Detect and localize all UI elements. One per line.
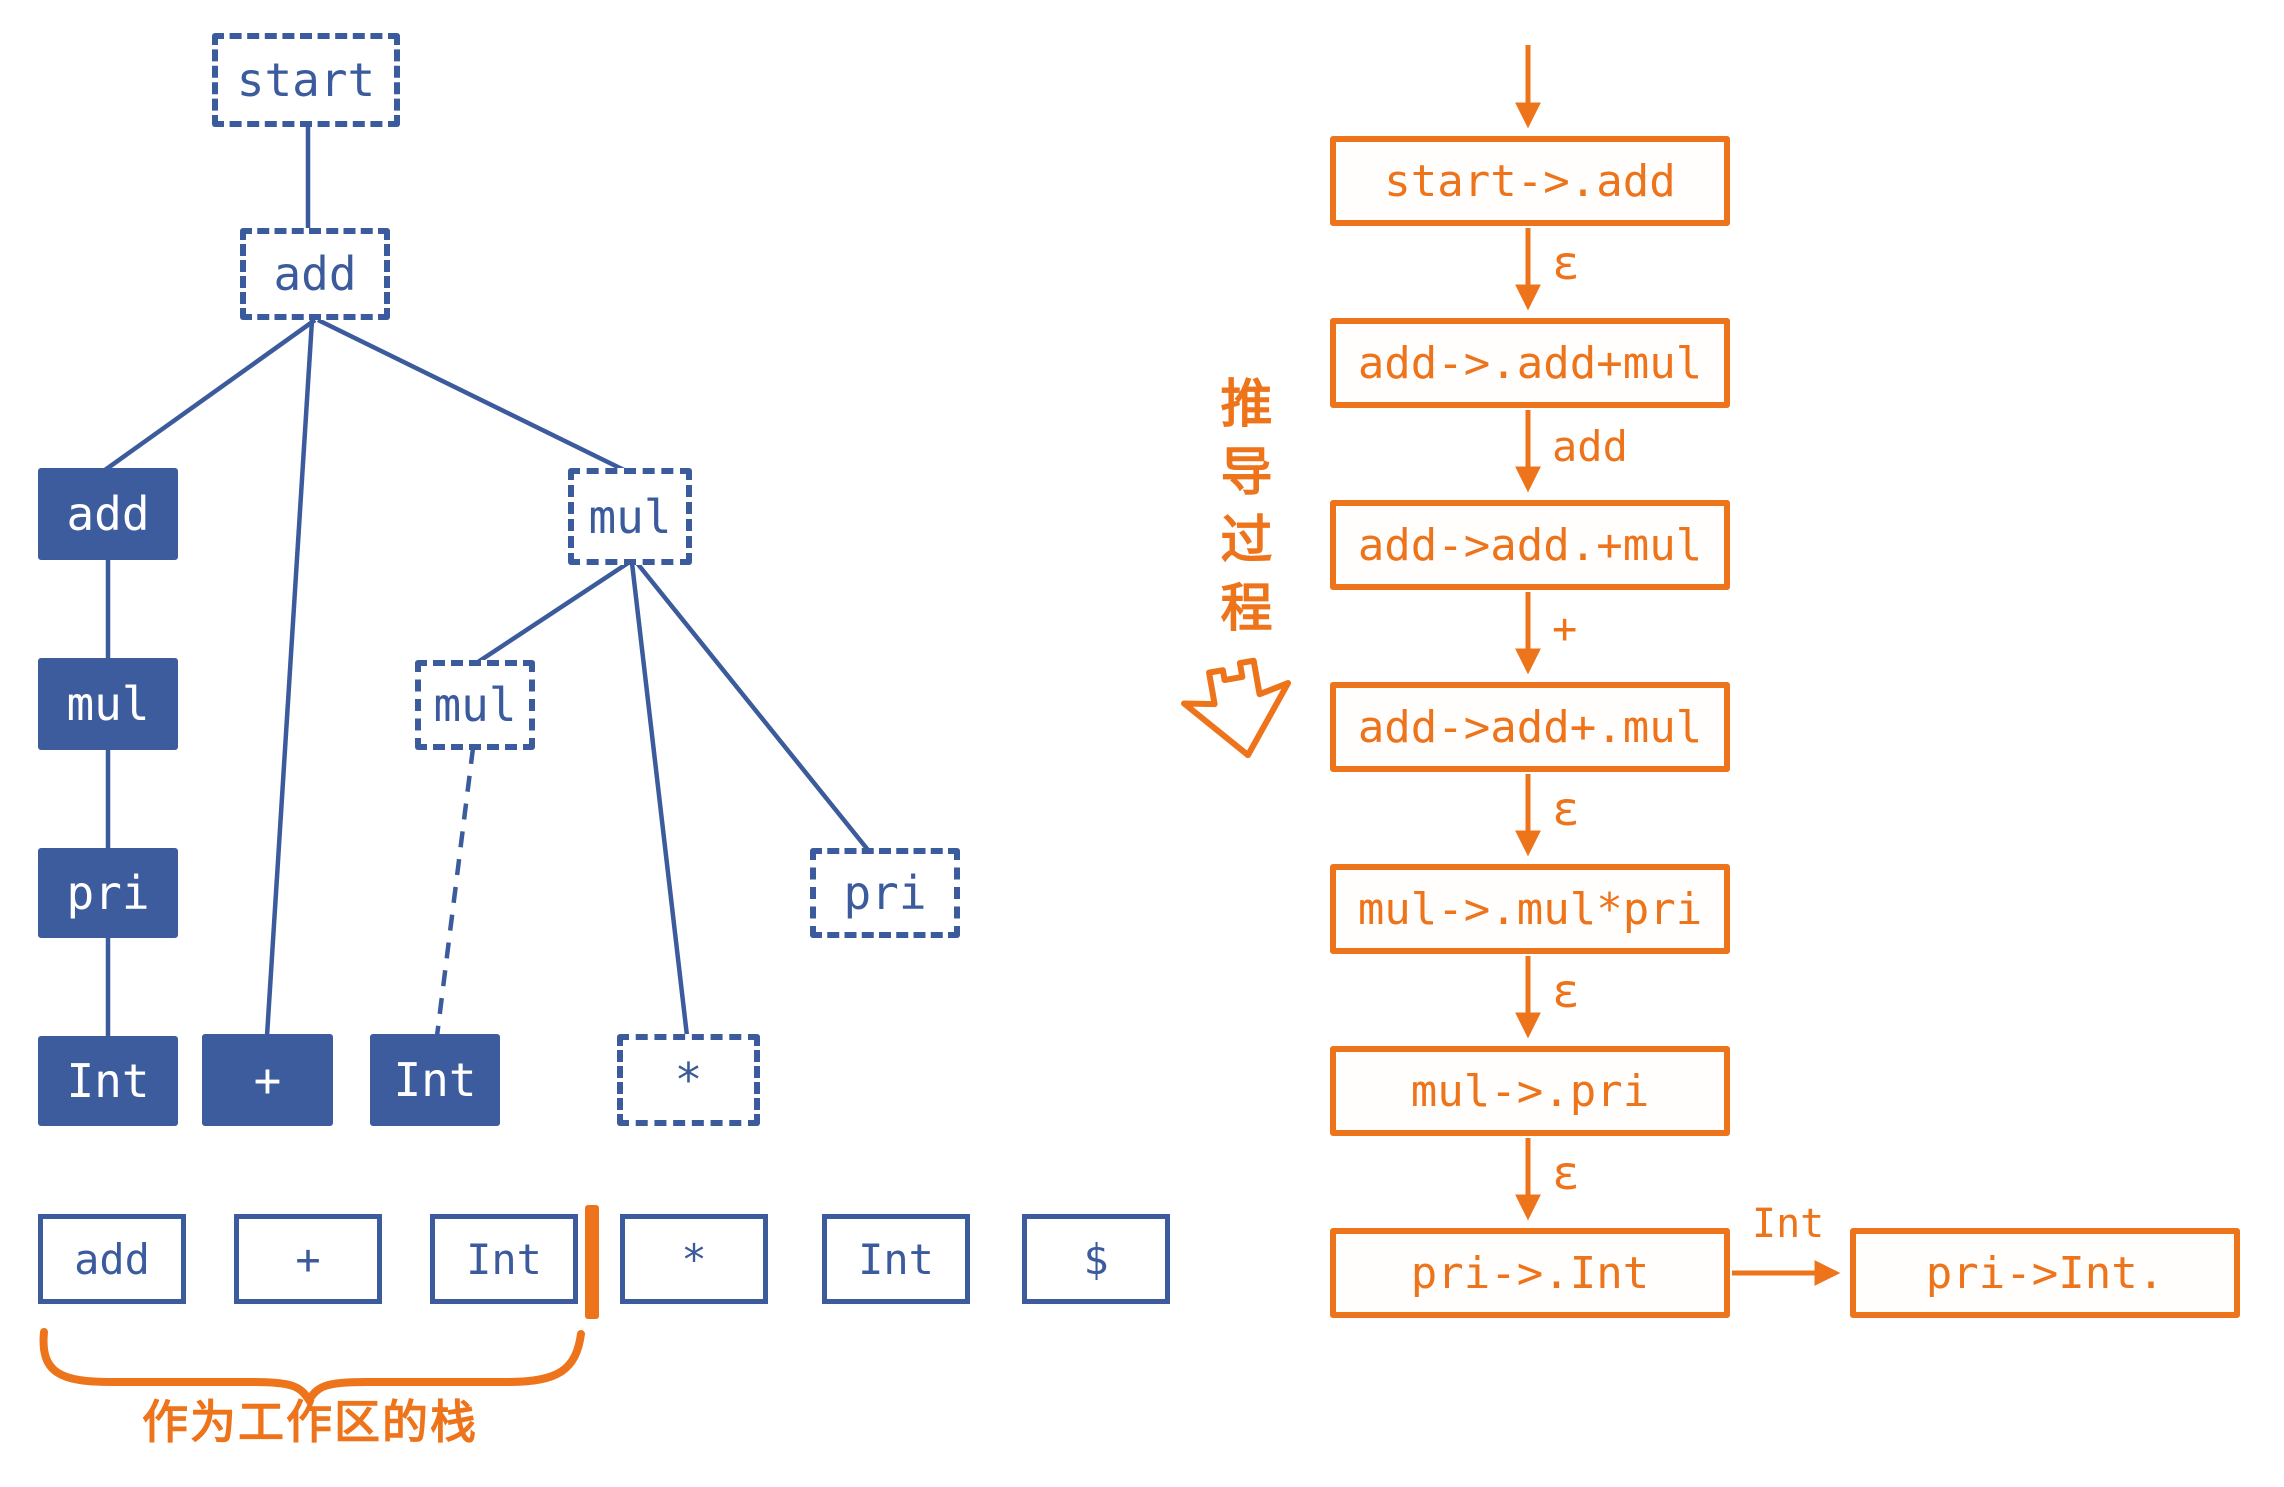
edge-label-epsilon-1: ε: [1552, 236, 1580, 290]
derivation-step-final: pri->Int.: [1850, 1228, 2240, 1318]
input-box-int: Int: [822, 1214, 970, 1304]
derivation-step-7: pri->.Int: [1330, 1228, 1730, 1318]
tree-node-mul-left: mul: [38, 658, 178, 750]
derivation-step-6: mul->.pri: [1330, 1046, 1730, 1136]
tree-node-start: start: [212, 33, 400, 127]
stack-box-plus: +: [234, 1214, 382, 1304]
tree-node-mul-inner: mul: [415, 660, 535, 750]
tree-node-star: *: [617, 1034, 760, 1126]
tree-node-plus: +: [202, 1034, 333, 1126]
tree-node-add-root: add: [240, 228, 390, 320]
derivation-step-1: start->.add: [1330, 136, 1730, 226]
stack-input-divider: [585, 1205, 599, 1319]
input-box-dollar: $: [1022, 1214, 1170, 1304]
stack-caption: 作为工作区的栈: [142, 1395, 478, 1449]
derivation-step-5: mul->.mul*pri: [1330, 864, 1730, 954]
edge-label-epsilon-4: ε: [1552, 1146, 1580, 1200]
tree-edges: [103, 127, 870, 1038]
tree-node-int-left: Int: [38, 1036, 178, 1126]
tree-node-pri-right: pri: [810, 848, 960, 938]
input-box-star: *: [620, 1214, 768, 1304]
derivation-side-label: 推导过程: [1211, 376, 1271, 648]
tree-node-int-mid: Int: [370, 1034, 500, 1126]
derivation-arrows: [1515, 45, 1841, 1286]
derivation-down-arrow-icon: [1181, 657, 1292, 759]
stack-box-int: Int: [430, 1214, 578, 1304]
edge-label-add: add: [1552, 422, 1628, 471]
edge-label-epsilon-3: ε: [1552, 964, 1580, 1018]
edge-label-int: Int: [1752, 1201, 1825, 1247]
tree-node-pri-left: pri: [38, 848, 178, 938]
derivation-step-3: add->add.+mul: [1330, 500, 1730, 590]
tree-node-mul-right: mul: [568, 468, 692, 565]
edge-label-epsilon-2: ε: [1552, 782, 1580, 836]
stack-box-add: add: [38, 1214, 186, 1304]
stack-brace: [39, 1328, 585, 1408]
derivation-step-2: add->.add+mul: [1330, 318, 1730, 408]
tree-node-add-left: add: [38, 468, 178, 560]
derivation-step-4: add->add+.mul: [1330, 682, 1730, 772]
edge-label-plus: +: [1552, 604, 1578, 653]
